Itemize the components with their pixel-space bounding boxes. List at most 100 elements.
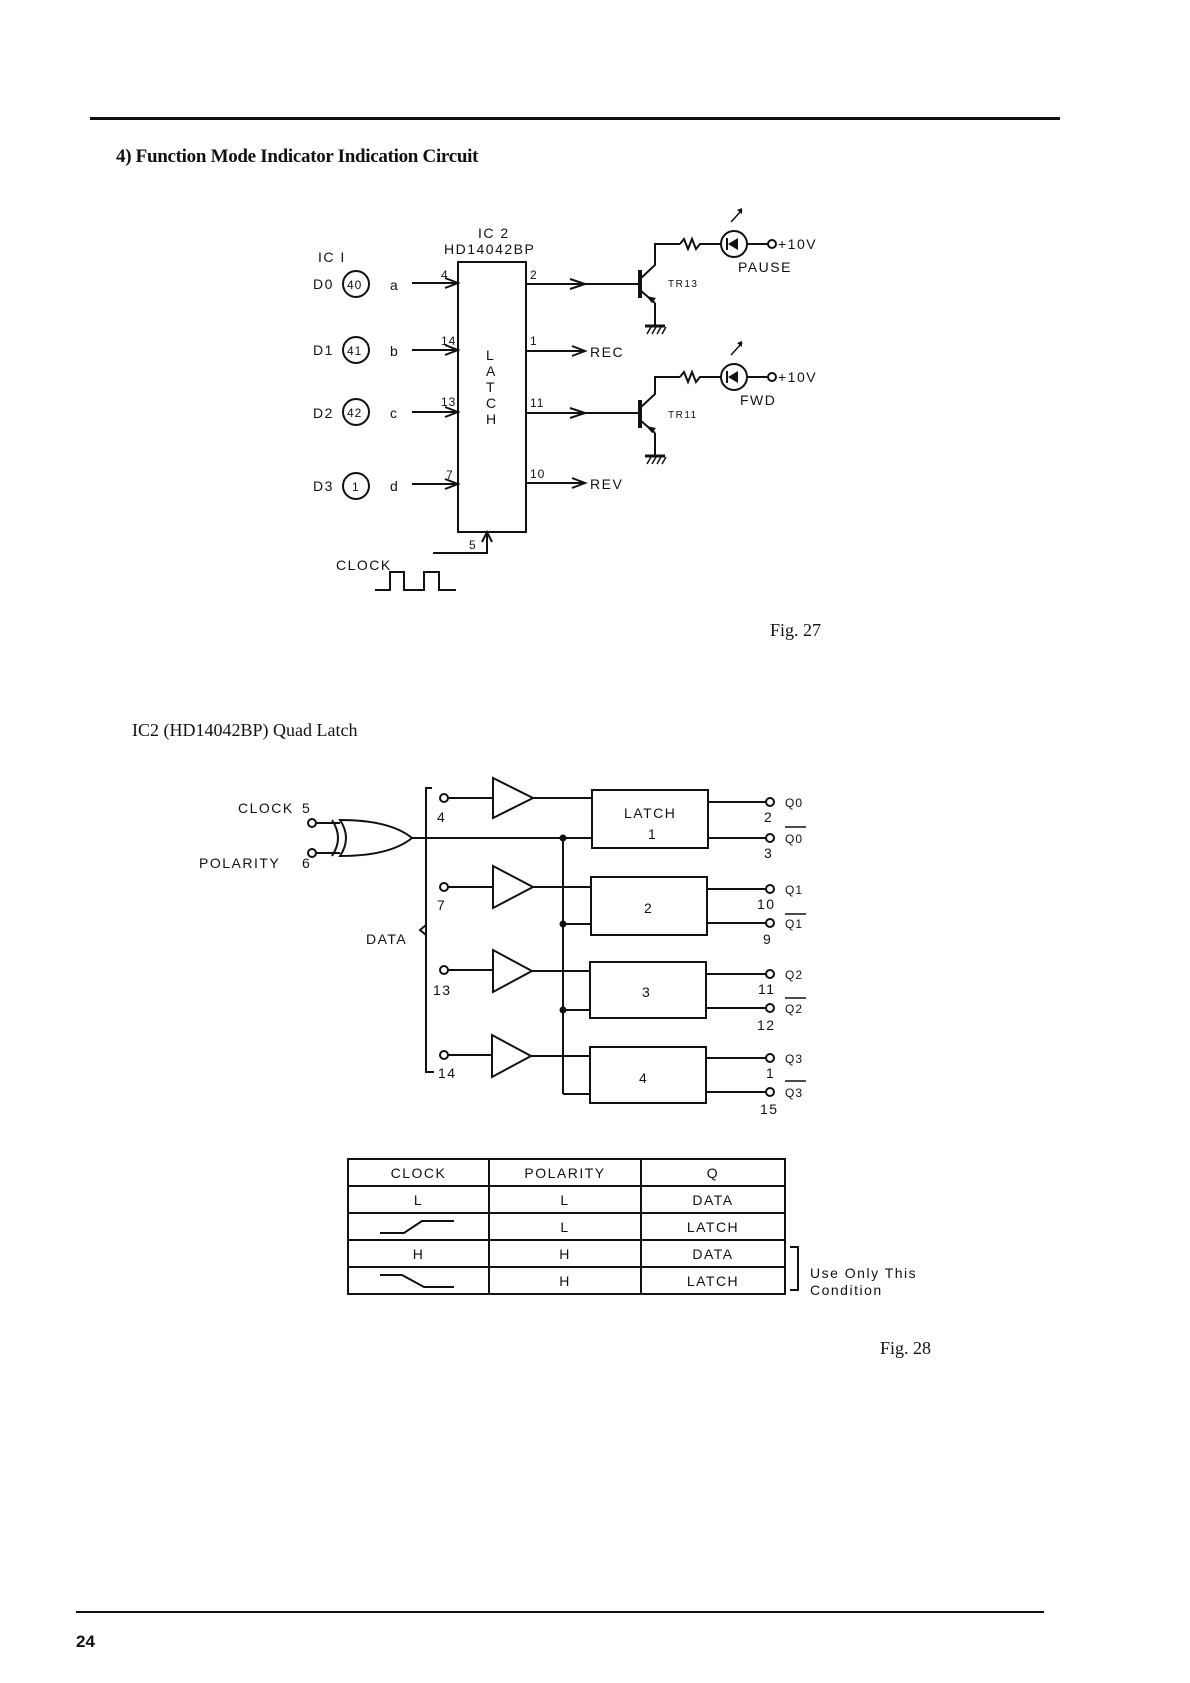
input-d2-signal: c — [390, 405, 399, 421]
latch-3-label: 3 — [642, 984, 651, 1000]
latch-3-box — [589, 961, 707, 1019]
output-q0-bar: Q0 — [785, 832, 803, 846]
ic1-pin-41-marker — [342, 336, 370, 364]
top-rule — [90, 117, 1060, 120]
ic1-pin-42-marker — [342, 398, 370, 426]
cell-polarity: L — [488, 1185, 642, 1214]
output-q0-pin: 2 — [764, 809, 773, 825]
cell-clock: L — [347, 1185, 490, 1214]
ic2-latch-box — [457, 261, 527, 533]
latch-1-title: LATCH — [624, 805, 676, 821]
cell-q: LATCH — [640, 1266, 786, 1295]
header-polarity: POLARITY — [488, 1158, 642, 1187]
truth-table-header: CLOCK POLARITY Q — [347, 1158, 786, 1187]
ic2-pin-d1: 14 — [441, 334, 456, 348]
cell-clock: H — [347, 1239, 490, 1268]
header-q: Q — [640, 1158, 786, 1187]
header-clock: CLOCK — [347, 1158, 490, 1187]
input-d2-name: D2 — [313, 405, 334, 421]
latch-4-box — [589, 1046, 707, 1104]
pause-label: PAUSE — [738, 259, 792, 275]
data-label: DATA — [366, 931, 407, 947]
output-q3-bar: Q3 — [785, 1086, 803, 1100]
truth-table: CLOCK POLARITY Q L L DATA L LATCH H H DA… — [347, 1158, 786, 1295]
ic2-out-pin-10: 10 — [530, 467, 545, 481]
cell-q: DATA — [640, 1239, 786, 1268]
ic1-pin-1-marker — [342, 472, 370, 500]
rec-label: REC — [590, 344, 624, 360]
output-q1: Q1 — [785, 883, 803, 897]
condition-note-line1: Use Only This — [810, 1265, 918, 1281]
latch-letter-a: A — [486, 363, 497, 379]
cell-polarity: L — [488, 1212, 642, 1241]
section-heading: 4) Function Mode Indicator Indication Ci… — [116, 146, 479, 167]
input-d0-name: D0 — [313, 276, 334, 292]
output-q2-pin: 11 — [758, 981, 776, 997]
output-q1-bar-pin: 9 — [763, 931, 772, 947]
input-d0-pin: 40 — [347, 278, 362, 292]
clock-input-label: CLOCK — [238, 800, 294, 816]
output-q3-bar-pin: 15 — [760, 1101, 779, 1117]
table-row: H LATCH — [347, 1266, 786, 1295]
ic1-pin-40-marker — [342, 270, 370, 298]
latch-1-number: 1 — [648, 826, 657, 842]
table-row: L L DATA — [347, 1185, 786, 1214]
cell-polarity: H — [488, 1266, 642, 1295]
input-d1-name: D1 — [313, 342, 334, 358]
fig28-title: IC2 (HD14042BP) Quad Latch — [132, 720, 358, 740]
clock-label: CLOCK — [336, 557, 392, 573]
data-pin-13: 13 — [433, 982, 452, 998]
latch-letter-c: C — [486, 395, 498, 411]
cell-clock-falling-edge-icon — [347, 1266, 490, 1295]
clock-input-pin: 5 — [302, 800, 311, 816]
latch-letter-l: L — [486, 347, 495, 363]
page-number: 24 — [76, 1632, 95, 1651]
condition-note-line2: Condition — [810, 1282, 883, 1298]
data-pin-14: 14 — [438, 1065, 457, 1081]
input-d1-pin: 41 — [347, 344, 362, 358]
output-q3-pin: 1 — [766, 1065, 775, 1081]
output-q1-bar: Q1 — [785, 917, 803, 931]
input-d2-pin: 42 — [347, 406, 362, 420]
output-q0: Q0 — [785, 796, 803, 810]
polarity-input-pin: 6 — [302, 855, 311, 871]
cell-q: DATA — [640, 1185, 786, 1214]
fig27-schematic: IC I IC 2 HD14042BP D0 40 a 4 D1 41 b 14… — [313, 208, 817, 591]
output-q2: Q2 — [785, 968, 803, 982]
input-d3-name: D3 — [313, 478, 334, 494]
cell-clock-rising-edge-icon — [347, 1212, 490, 1241]
input-d1-signal: b — [390, 343, 399, 359]
fwd-label: FWD — [740, 392, 776, 408]
ic2-out-pin-11: 11 — [530, 396, 544, 410]
table-row: L LATCH — [347, 1212, 786, 1241]
cell-polarity: H — [488, 1239, 642, 1268]
input-d0-signal: a — [390, 277, 399, 293]
tr11-label: TR11 — [668, 410, 698, 421]
ic2-pin-d0: 4 — [441, 268, 449, 282]
output-q2-bar: Q2 — [785, 1002, 803, 1016]
bottom-rule — [76, 1611, 1044, 1613]
data-pin-7: 7 — [437, 897, 446, 913]
latch-4-label: 4 — [639, 1070, 648, 1086]
ic2-part: HD14042BP — [444, 241, 535, 257]
ic2-pin-d2: 13 — [441, 395, 456, 409]
output-q2-bar-pin: 12 — [757, 1017, 776, 1033]
ic2-pin-d3: 7 — [446, 468, 454, 482]
ic2-out-pin-2: 2 — [530, 268, 538, 282]
input-d3-pin: 1 — [352, 480, 360, 494]
fig27-caption: Fig. 27 — [770, 620, 822, 640]
polarity-input-label: POLARITY — [199, 855, 280, 871]
fwd-supply: +10V — [778, 369, 817, 385]
latch-1-box — [591, 789, 709, 849]
tr13-label: TR13 — [668, 279, 698, 290]
ic1-label: IC I — [318, 249, 346, 265]
cell-q: LATCH — [640, 1212, 786, 1241]
output-q1-pin: 10 — [757, 896, 776, 912]
data-pin-4: 4 — [437, 809, 446, 825]
table-row: H H DATA — [347, 1239, 786, 1268]
latch-2-label: 2 — [644, 900, 653, 916]
pause-supply: +10V — [778, 236, 817, 252]
latch-letter-h: H — [486, 411, 498, 427]
latch-2-box — [590, 876, 708, 936]
fig28-caption: Fig. 28 — [880, 1338, 932, 1358]
